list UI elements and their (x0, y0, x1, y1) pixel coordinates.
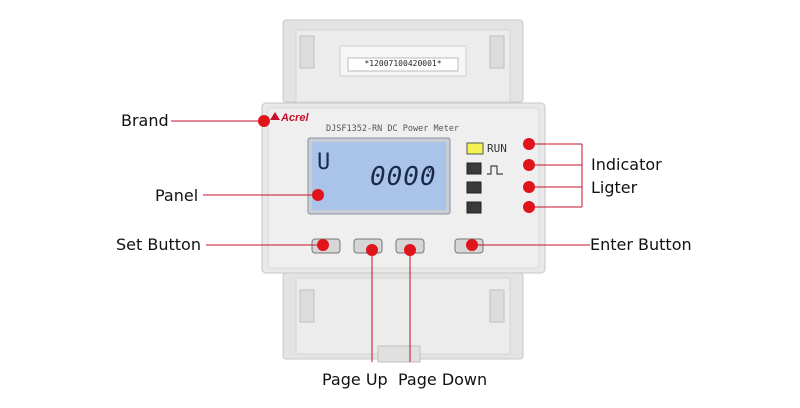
serial-number: *12007100420001* (364, 59, 442, 68)
enter-dot (466, 239, 478, 251)
callout-dots (258, 115, 535, 256)
run-label: RUN (487, 142, 507, 155)
page-up-label: Page Up (322, 370, 388, 389)
indicator-dot-3 (523, 181, 535, 193)
acrel-logo-icon (270, 112, 280, 120)
indicator-dot-2 (523, 159, 535, 171)
indicator-label: Indicator (591, 155, 662, 174)
pulse-icon (487, 165, 503, 175)
brand-dot (258, 115, 270, 127)
run-led (466, 142, 484, 155)
top-module (282, 19, 524, 103)
lcd-reading: 0000 (370, 162, 437, 192)
indicator-dot-1 (523, 138, 535, 150)
model-text: DJSF1352-RN DC Power Meter (326, 124, 460, 134)
pulse-led (466, 162, 482, 175)
brand-name: Acrel (281, 112, 309, 124)
panel-label: Panel (155, 186, 199, 205)
set-dot (317, 239, 329, 251)
enter-button-label: Enter Button (590, 235, 692, 254)
lcd-small-label: U (317, 150, 331, 175)
brand-label: Brand (121, 111, 169, 130)
indicator-dot-4 (523, 201, 535, 213)
lcd-screen (312, 142, 446, 210)
indicator-label-line2: Ligter (591, 178, 638, 197)
lcd-unit: V (427, 166, 433, 175)
set-button-label: Set Button (116, 235, 201, 254)
page-up-dot (366, 244, 378, 256)
bottom-module (282, 272, 524, 363)
page-down-label: Page Down (398, 370, 488, 389)
panel-dot (312, 189, 324, 201)
led-4 (466, 201, 482, 214)
led-3 (466, 181, 482, 194)
callout-lines (171, 120, 590, 362)
page-down-dot (404, 244, 416, 256)
